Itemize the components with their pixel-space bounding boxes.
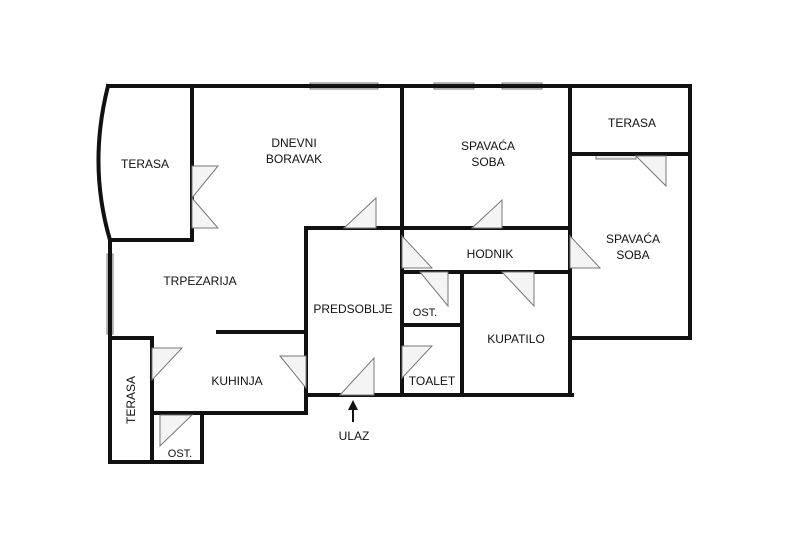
label-toalet: TOALET (409, 374, 456, 388)
door-kitchen-terrace (151, 347, 184, 382)
door-bathroom (500, 271, 535, 308)
door-kitchen-predsoblje (278, 355, 307, 390)
door-entrance (338, 356, 375, 396)
label-kuhinja: KUHINJA (211, 374, 262, 388)
door-ost-mid (418, 271, 449, 308)
label-spavaca-soba-1b: SOBA (471, 155, 504, 169)
label-dnevni-boravak-2: BORAVAK (266, 152, 322, 166)
label-kupatilo: KUPATILO (487, 332, 545, 346)
label-spavaca-soba-2a: SPAVAĆA (606, 231, 660, 246)
door-bedroom2 (569, 234, 602, 269)
door-predsoblje-living (342, 196, 377, 229)
door-hallway-left (401, 234, 434, 269)
arrow-up-icon (348, 400, 358, 422)
label-dnevni-boravak-1: DNEVNI (271, 136, 316, 150)
label-terasa-left: TERASA (121, 157, 169, 171)
door-ost-bottom (159, 414, 194, 448)
entrance: ULAZ (339, 400, 370, 443)
label-ost-bottom: OST. (168, 448, 192, 460)
label-spavaca-soba-2b: SOBA (616, 248, 649, 262)
door-bedroom1 (470, 198, 503, 229)
label-ost-mid: OST. (413, 307, 437, 319)
label-hodnik: HODNIK (467, 247, 514, 261)
label-ulaz: ULAZ (339, 429, 370, 443)
door-terrace-left (191, 165, 220, 200)
doors (151, 155, 667, 448)
label-terasa-bottom: TERASA (124, 376, 138, 424)
label-terasa-top-right: TERASA (608, 116, 656, 130)
door-terrace-left-2 (191, 196, 220, 229)
door-terrace-bedroom2 (634, 155, 667, 188)
label-trpezarija: TRPEZARIJA (163, 274, 236, 288)
room-labels: TERASA DNEVNI BORAVAK SPAVAĆA SOBA TERAS… (121, 116, 660, 460)
label-predsoblje: PREDSOBLJE (313, 302, 392, 316)
label-spavaca-soba-1a: SPAVAĆA (461, 138, 515, 153)
door-toalet (401, 345, 434, 380)
